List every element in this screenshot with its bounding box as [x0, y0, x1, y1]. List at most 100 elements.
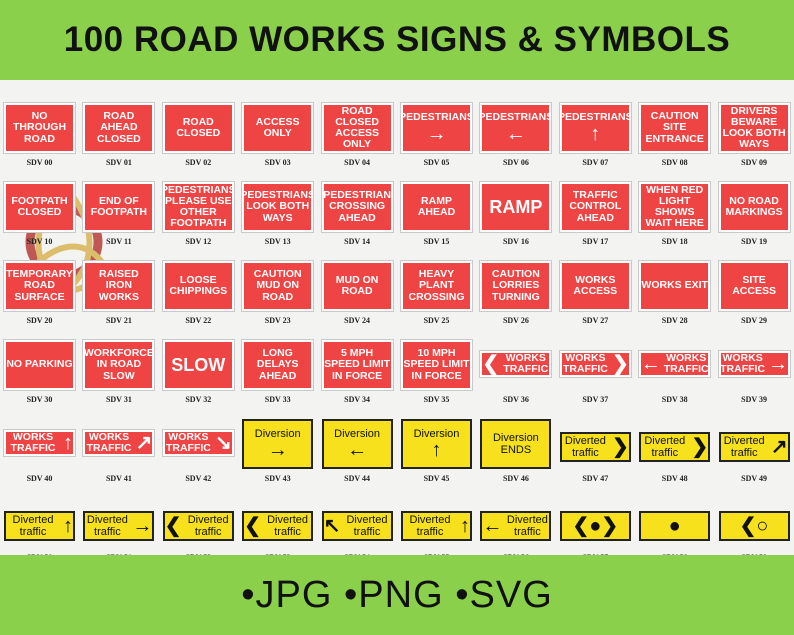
- sign-text: HEAVY PLANT CROSSING: [408, 268, 465, 303]
- arrow-icon: ←: [482, 515, 503, 537]
- sign-code: SDV 58: [635, 553, 714, 555]
- sign-text: TRAFFIC CONTROL AHEAD: [569, 189, 622, 224]
- road-sign: CAUTION SITE ENTRANCE: [639, 103, 711, 153]
- arrow-icon: ↑: [431, 439, 442, 462]
- sign-code: SDV 42: [185, 474, 212, 483]
- sign-cell: Diversion↑SDV 45: [397, 416, 476, 491]
- sign-text: NO ROAD MARKINGS: [725, 194, 783, 218]
- road-sign: WORKFORCE IN ROAD SLOW: [83, 340, 155, 390]
- sign-cell: Diversion→SDV 43: [238, 416, 317, 491]
- road-sign: PEDESTRIANS↑: [559, 103, 631, 153]
- sign-text: Diverted traffic: [187, 513, 229, 538]
- arrow-icon: ↑: [63, 432, 73, 454]
- road-sign: Diverted traffic↑: [4, 511, 75, 541]
- sign-cell: PEDESTRIANS LOOK BOTH WAYS SDV 13: [238, 179, 317, 254]
- sign-text: FOOTPATH CLOSED: [11, 194, 68, 218]
- arrow-icon: ●: [668, 515, 681, 537]
- road-sign: Diverted traffic❯: [559, 432, 631, 462]
- road-sign: NO ROAD MARKINGS: [718, 182, 790, 232]
- sign-code: SDV 29: [741, 316, 768, 325]
- sign-code: SDV 16: [502, 237, 529, 246]
- file-formats: •JPG •PNG •SVG: [241, 573, 553, 616]
- sign-cell: ←Diverted trafficSDV 56: [476, 495, 555, 555]
- road-sign: HEAVY PLANT CROSSING: [401, 261, 472, 311]
- sign-cell: WORKS TRAFFIC↗SDV 41: [79, 416, 158, 491]
- sign-content: ←WORKS TRAFFIC: [641, 353, 708, 375]
- arrow-icon: ↑: [63, 515, 73, 537]
- sign-code: SDV 13: [264, 237, 291, 246]
- arrow-icon: ↑: [460, 515, 470, 537]
- road-sign: ❮WORKS TRAFFIC: [480, 351, 552, 377]
- sign-text: Diversion: [254, 427, 301, 440]
- sign-code: SDV 57: [556, 553, 635, 555]
- sign-cell: ❮Diverted trafficSDV 52: [159, 495, 238, 555]
- sign-text: RAMP AHEAD: [417, 194, 456, 218]
- sign-code: SDV 48: [661, 474, 688, 483]
- sign-text: Diverted traffic: [644, 434, 686, 459]
- sign-text: DRIVERS BEWARE LOOK BOTH WAYS: [722, 104, 786, 151]
- sign-text: NO PARKING: [6, 358, 73, 371]
- sign-content: Diverted traffic↑: [6, 514, 73, 538]
- sign-code: SDV 45: [423, 474, 450, 483]
- sign-content: Diverted traffic→: [85, 514, 152, 538]
- road-sign: WORKS TRAFFIC↗: [83, 430, 155, 456]
- sign-code: SDV 43: [264, 474, 291, 483]
- sign-text: PEDESTRIANS: [480, 111, 552, 124]
- road-sign: PEDESTRIANS LOOK BOTH WAYS: [242, 182, 314, 232]
- sign-cell: ❮Diverted trafficSDV 53: [238, 495, 317, 555]
- road-sign: ❮Diverted traffic: [242, 511, 314, 541]
- arrow-icon: ↑: [590, 122, 601, 145]
- sign-cell: PEDESTRIANS←SDV 06: [476, 100, 555, 175]
- sign-cell: ● SDV 58: [635, 495, 714, 555]
- sign-code: SDV 36: [502, 395, 529, 404]
- sign-cell: RAMP AHEAD SDV 15: [397, 179, 476, 254]
- sign-content: ←Diverted traffic: [482, 514, 549, 538]
- road-sign: ←WORKS TRAFFIC: [639, 351, 711, 377]
- sign-code: SDV 10: [26, 237, 53, 246]
- arrow-icon: ↗: [770, 436, 788, 458]
- road-sign: WORKS ACCESS: [559, 261, 631, 311]
- arrow-icon: ❮○: [739, 515, 769, 537]
- sign-text: Diverted traffic: [409, 513, 451, 538]
- sign-cell: Diverted traffic❯ SDV 48: [635, 416, 714, 491]
- sign-cell: Diverted traffic↑ SDV 50: [0, 495, 79, 555]
- sign-content: ❮WORKS TRAFFIC: [482, 353, 549, 375]
- sign-cell: RAMP SDV 16: [476, 179, 555, 254]
- sign-code: SDV 12: [185, 237, 212, 246]
- sign-text: PEDESTRIANS: [401, 111, 472, 124]
- sign-content: WORKS TRAFFIC→: [721, 353, 788, 375]
- sign-text: ROAD CLOSED: [176, 115, 221, 139]
- arrow-icon: ❮: [244, 515, 261, 537]
- sign-code: SDV 25: [423, 316, 450, 325]
- road-sign: WORKS TRAFFIC↑: [4, 430, 75, 456]
- arrow-icon: →: [132, 515, 153, 537]
- sign-code: SDV 28: [661, 316, 688, 325]
- sign-code: SDV 52: [159, 553, 238, 555]
- road-sign: ROAD CLOSED ACCESS ONLY: [321, 103, 393, 153]
- sign-text: RAISED IRON WORKS: [98, 268, 140, 303]
- road-sign: Diverted traffic↗: [718, 432, 790, 462]
- sign-text: RAMP: [489, 196, 543, 217]
- arrow-icon: ❯: [691, 436, 709, 458]
- sign-code: SDV 02: [185, 158, 212, 167]
- road-sign: ❮Diverted traffic: [162, 511, 234, 541]
- sign-code: SDV 49: [741, 474, 768, 483]
- sign-text: WORKS TRAFFIC: [562, 351, 608, 375]
- sign-code: SDV 15: [423, 237, 450, 246]
- sign-cell: Diverted traffic↑SDV 55: [397, 495, 476, 555]
- sign-code: SDV 50: [0, 553, 79, 555]
- sign-text: PEDESTRIAN CROSSING AHEAD: [323, 189, 391, 224]
- sign-content: ↖Diverted traffic: [324, 514, 391, 538]
- sign-content: WORKS TRAFFIC↘: [165, 432, 232, 454]
- sign-cell: WORKS TRAFFIC❯SDV 37: [556, 337, 635, 412]
- road-sign: CAUTION LORRIES TURNING: [480, 261, 552, 311]
